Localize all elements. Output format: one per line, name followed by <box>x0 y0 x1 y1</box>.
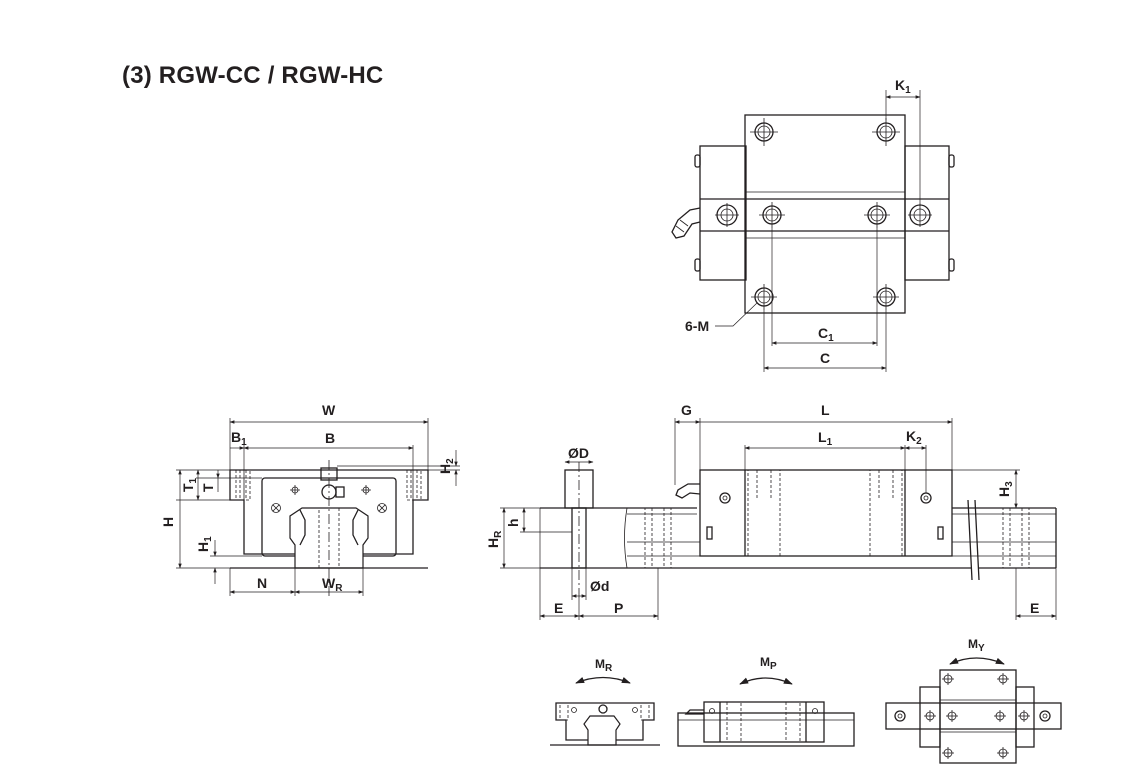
label-hr: HR <box>485 530 504 548</box>
moment-mr-icon <box>550 676 660 746</box>
moment-mp-icon <box>677 677 855 747</box>
top-view <box>671 90 955 372</box>
label-mr: MR <box>595 657 613 674</box>
label-c1: C1 <box>818 325 834 344</box>
label-b: B <box>325 430 335 446</box>
page-title: (3) RGW-CC / RGW-HC <box>122 62 384 89</box>
label-t: T <box>200 483 216 492</box>
label-l: L <box>821 402 830 418</box>
label-k2: K2 <box>906 428 922 447</box>
label-p: P <box>614 600 623 616</box>
label-l1: L1 <box>818 429 833 448</box>
label-n: N <box>257 575 267 591</box>
side-view <box>540 462 1057 598</box>
label-b1: B1 <box>231 429 247 448</box>
moment-my-icon <box>885 657 1062 764</box>
label-h1: H1 <box>195 536 214 552</box>
label-k1: K1 <box>895 77 911 96</box>
label-c: C <box>820 350 830 366</box>
label-h3: H3 <box>996 481 1015 497</box>
label-h: H <box>160 517 176 527</box>
label-od: ØD <box>568 445 589 461</box>
label-6-m: 6-M <box>685 318 709 334</box>
front-dimensions <box>176 418 460 596</box>
label-g: G <box>681 402 692 418</box>
side-dimensions <box>500 418 1057 620</box>
label-my: MY <box>968 637 985 654</box>
label-e: E <box>554 600 563 616</box>
label-small-d: Ød <box>590 578 609 594</box>
label-t1: T1 <box>180 477 199 492</box>
label-wr: WR <box>322 575 343 594</box>
label-mp: MP <box>760 655 777 672</box>
mounting-holes <box>716 122 931 307</box>
label-h2: H2 <box>437 458 456 474</box>
label-e-right: E <box>1030 600 1039 616</box>
label-w: W <box>322 402 336 418</box>
label-h-small: h <box>505 518 521 527</box>
grease-nipple-icon <box>671 207 701 239</box>
front-view <box>229 460 429 598</box>
